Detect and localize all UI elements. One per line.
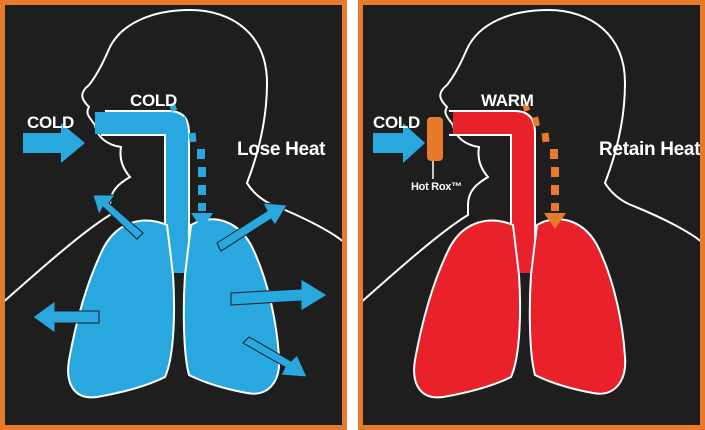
device-label: Hot Rox™ [411,181,462,193]
right-lung [530,219,625,393]
exhale-label: WARM [481,91,534,111]
retain-heat-panel: COLD WARM Retain Heat Hot Rox™ [358,0,705,430]
retain-heat-caption: Retain Heat [599,139,700,161]
left-lung [414,221,520,398]
right-illustration [363,5,700,425]
right-lung [184,219,279,393]
left-illustration [5,5,342,425]
mouthpiece-icon [427,117,443,161]
inhale-label: COLD [373,113,420,133]
lose-heat-caption: Lose Heat [237,139,325,161]
exhale-label: COLD [130,91,177,111]
left-lung [68,221,174,398]
inhale-label: COLD [27,113,74,133]
lose-heat-panel: COLD COLD Lose Heat [0,0,347,430]
